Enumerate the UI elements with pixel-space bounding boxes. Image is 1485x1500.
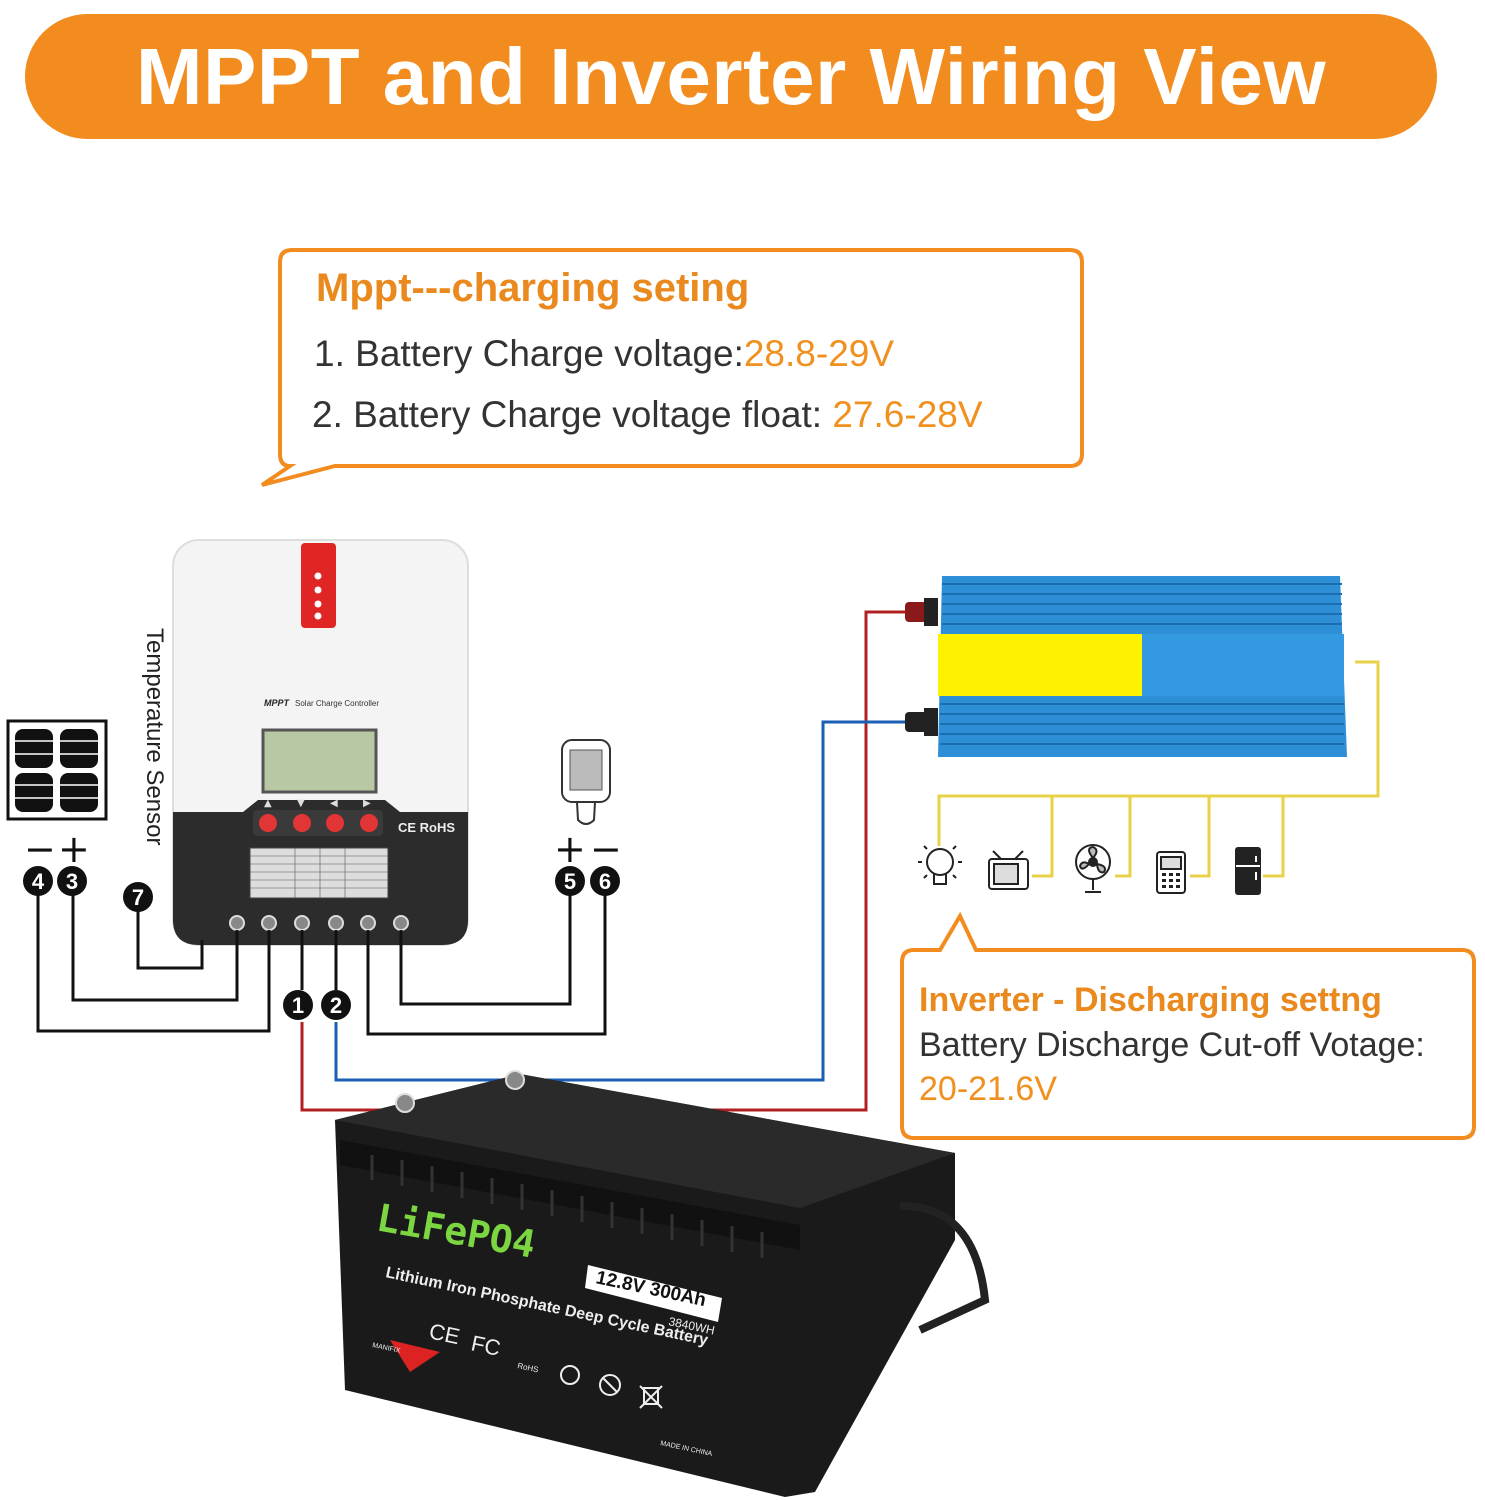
battery-cert-fc: FC: [469, 1330, 503, 1361]
fridge-icon: [1235, 847, 1261, 895]
wire-load-minus: [366, 895, 607, 1036]
svg-text:−: −: [590, 827, 622, 871]
controller-subtitle: Solar Charge Controller: [295, 699, 379, 708]
line1-value: 28.8-29V: [743, 333, 895, 374]
line2-value: 27.6-28V: [832, 394, 983, 435]
svg-text:▼: ▼: [297, 798, 305, 809]
inverter-callout-value: 20-21.6V: [919, 1070, 1057, 1108]
line2-label: 2. Battery Charge voltage float:: [312, 394, 833, 435]
svg-text:+: +: [58, 827, 90, 871]
svg-text:▶: ▶: [363, 798, 371, 809]
title-banner: [25, 14, 1437, 139]
weee-bin-icon: [639, 1385, 663, 1409]
wire-load-plus: [399, 895, 572, 1006]
svg-text:3: 3: [66, 869, 78, 894]
svg-text:▲: ▲: [264, 798, 272, 809]
svg-text:−: −: [24, 827, 56, 871]
inverter: [905, 576, 1347, 757]
phone-icon: [1156, 851, 1186, 894]
svg-text:7: 7: [132, 885, 144, 910]
inverter-callout-line: Battery Discharge Cut-off Votage:: [919, 1026, 1425, 1064]
page-title: MPPT and Inverter Wiring View: [135, 32, 1327, 121]
line1-label: 1. Battery Charge voltage:: [314, 333, 744, 374]
mppt-controller: Solar Charge Controller MPPT ▲ ▼ ◀ ▶ CE Ro…: [172, 539, 469, 946]
wire-solar-minus: [36, 895, 271, 1033]
battery: [335, 1070, 990, 1497]
svg-text:+: +: [554, 827, 586, 871]
temperature-probe-icon: [561, 739, 611, 825]
svg-text:◀: ◀: [330, 798, 338, 809]
mppt-callout-frame: [260, 248, 1084, 487]
solar-panel-icon: [6, 719, 108, 821]
svg-text:5: 5: [564, 869, 576, 894]
wire-solar-plus: [71, 895, 239, 1002]
wire-battery-positive: [300, 610, 912, 1112]
controller-brand: MPPT: [264, 698, 291, 708]
no-fire-icon: [599, 1374, 621, 1396]
temperature-sensor-label: Temperature Sensor: [141, 628, 168, 846]
solar-polarity-labels: − + + −: [24, 827, 622, 871]
terminal-badges: 4 3 7 5 6 1 2: [23, 866, 620, 1020]
inverter-callout-frame: [900, 911, 1476, 1140]
wire-battery-negative: [334, 720, 912, 1082]
mppt-callout-heading: Mppt---charging seting: [316, 266, 750, 310]
controller-cert: CE RoHS: [398, 820, 455, 835]
svg-text:6: 6: [599, 869, 611, 894]
light-bulb-icon: [918, 845, 962, 885]
tv-icon: [988, 850, 1029, 890]
mppt-callout-line2: 2. Battery Charge voltage float: 27.6-28…: [312, 394, 983, 436]
battery-cert-rohs: RoHS: [517, 1361, 540, 1374]
wire-temp-sensor: [136, 910, 204, 970]
mppt-callout-line1: 1. Battery Charge voltage:28.8-29V: [314, 333, 894, 375]
fan-icon: [1075, 844, 1111, 893]
svg-text:2: 2: [330, 993, 342, 1018]
recycle-icon: [560, 1365, 580, 1385]
battery-cert-ce: CE: [427, 1318, 462, 1349]
svg-text:1: 1: [292, 993, 304, 1018]
svg-text:4: 4: [32, 869, 45, 894]
inverter-callout-heading: Inverter - Discharging settng: [919, 981, 1382, 1019]
